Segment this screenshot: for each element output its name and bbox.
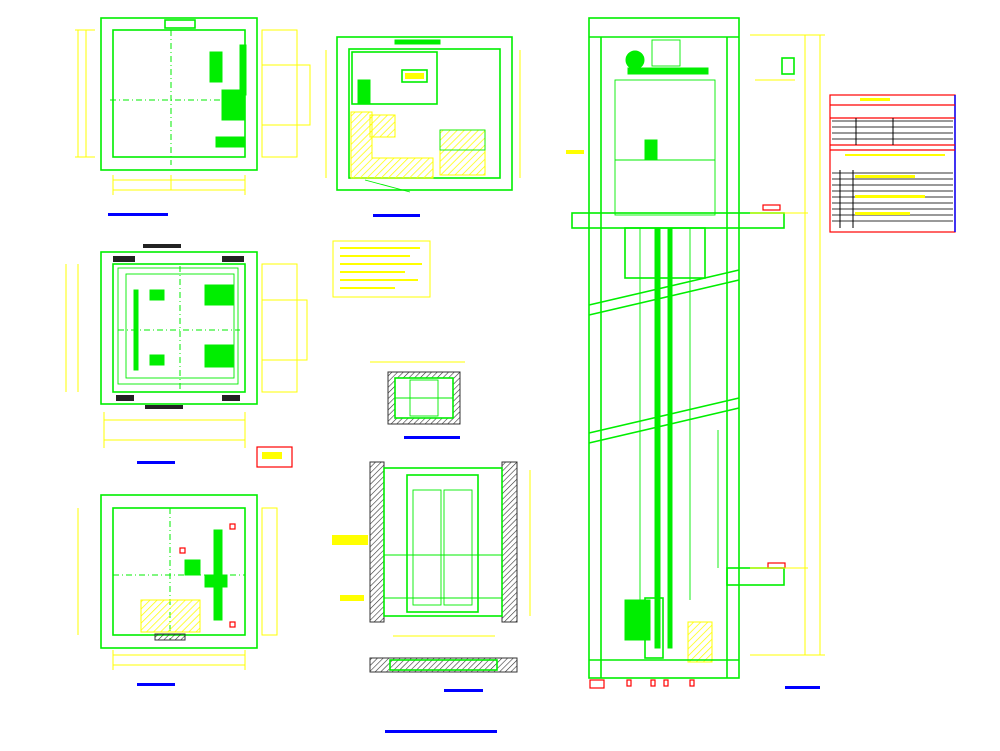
spec-table — [829, 94, 956, 233]
plan-machine-room — [325, 36, 521, 217]
view-label — [785, 686, 820, 689]
view-label — [137, 683, 175, 686]
door-elevation — [332, 461, 531, 692]
plan-middle-left — [65, 244, 308, 468]
view-label — [108, 213, 168, 216]
notes-box — [332, 240, 431, 298]
view-label — [137, 461, 175, 464]
shaft-section — [566, 17, 825, 689]
plan-bottom-left — [77, 494, 278, 686]
pit-plan — [370, 361, 465, 439]
view-label — [404, 436, 460, 439]
view-label — [444, 689, 483, 692]
drawing-title — [385, 730, 497, 733]
view-label — [373, 214, 420, 217]
plan-top-left — [75, 17, 311, 216]
